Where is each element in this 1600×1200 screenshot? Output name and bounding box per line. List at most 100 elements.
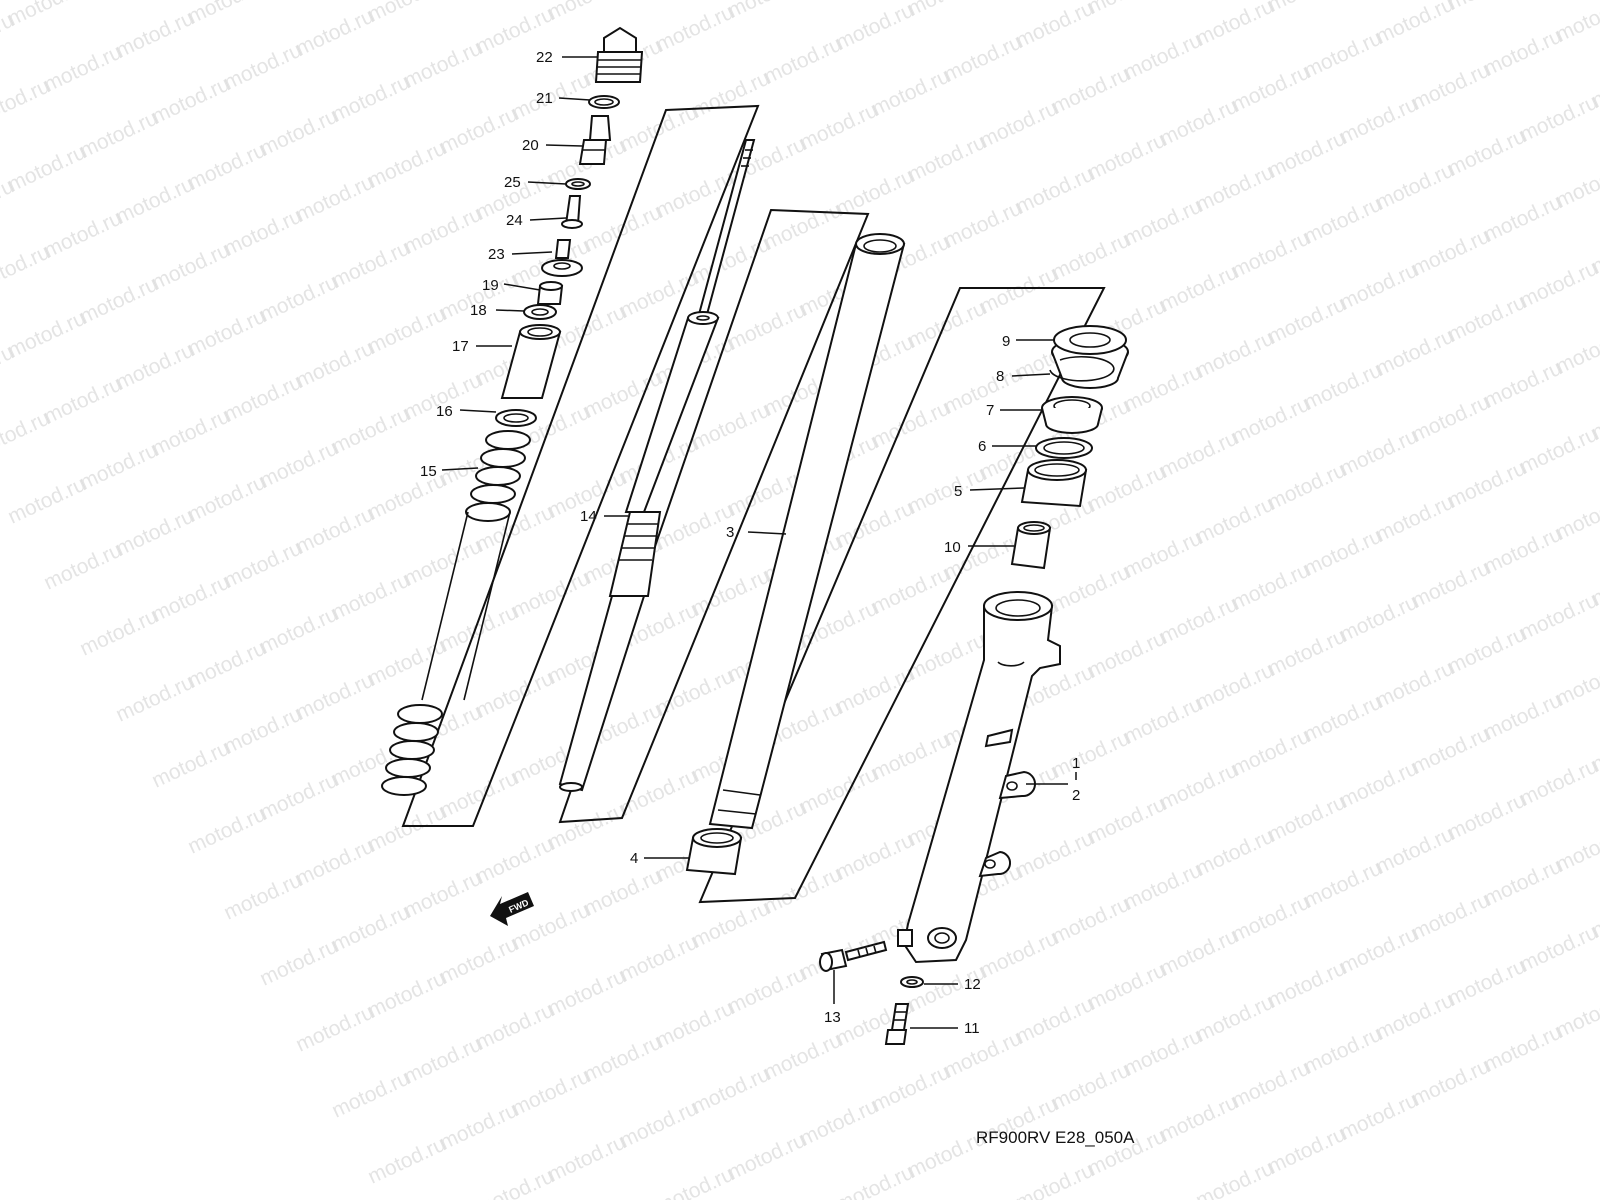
watermark-text: motod.ru (1084, 0, 1169, 19)
watermark-text: motod.ru (940, 197, 1025, 253)
callout-3: 3 (726, 524, 734, 541)
part-14-damper-rod (558, 139, 756, 792)
callout-23: 23 (488, 246, 505, 263)
watermark-text: motod.ru (220, 869, 305, 925)
watermark-text: motod.ru (868, 65, 953, 121)
watermark-text: motod.ru (1048, 561, 1133, 617)
watermark-text: motod.ru (256, 105, 341, 161)
watermark-text: motod.ru (76, 273, 161, 329)
watermark-text: motod.ru (112, 7, 197, 63)
watermark-text: motod.ru (652, 167, 737, 223)
watermark-text: motod.ru (1192, 0, 1277, 51)
watermark-text: motod.ru (1156, 593, 1241, 649)
watermark-text: motod.ru (1516, 91, 1600, 147)
watermark-text: motod.ru (1156, 95, 1241, 151)
watermark-text: motod.ru (1444, 789, 1529, 845)
part-17-spacer (500, 324, 562, 399)
watermark-text: motod.ru (832, 0, 917, 55)
watermark-text: motod.ru (220, 537, 305, 593)
watermark-text: motod.ru (760, 33, 845, 89)
watermark-text: motod.ru (1552, 821, 1600, 877)
watermark-text: motod.ru (1264, 791, 1349, 847)
watermark-text: motod.ru (1552, 0, 1600, 47)
watermark-text: motod.ru (1120, 859, 1205, 915)
watermark-text: motod.ru (1228, 725, 1313, 781)
callout-7: 7 (986, 402, 994, 419)
watermark-text: motod.ru (292, 171, 377, 227)
watermark-text: motod.ru (1372, 491, 1457, 547)
watermark-text: motod.ru (1444, 623, 1529, 679)
watermark-text: motod.ru (1336, 757, 1421, 813)
watermark-text: motod.ru (1408, 723, 1493, 779)
watermark-text: motod.ru (1048, 893, 1133, 949)
watermark-text: motod.ru (436, 601, 521, 657)
watermark-text: motod.ru (688, 565, 773, 621)
watermark-text: motod.ru (328, 237, 413, 293)
callout-21: 21 (536, 90, 553, 107)
watermark-text: motod.ru (4, 473, 89, 529)
part-1-2-outer-tube (897, 591, 1061, 964)
watermark-text: motod.ru (1516, 755, 1600, 811)
callout-10: 10 (944, 539, 961, 556)
part-8-stopper-ring (1049, 355, 1115, 382)
watermark-text: motod.ru (1408, 59, 1493, 115)
part-5-guide-bushing (1020, 459, 1088, 508)
watermark-text: motod.ru (112, 505, 197, 561)
watermark-text: motod.ru (1012, 163, 1097, 219)
watermark-text: motod.ru (148, 737, 233, 793)
watermark-text: motod.ru (1264, 0, 1349, 17)
watermark-text: motod.ru (904, 0, 989, 21)
watermark-text: motod.ru (1084, 793, 1169, 849)
watermark-text: motod.ru (1552, 323, 1600, 379)
watermark-text: motod.ru (1300, 359, 1385, 415)
watermark-text: motod.ru (472, 1165, 557, 1200)
watermark-text: motod.ru (1336, 93, 1421, 149)
watermark-text: motod.ru (76, 439, 161, 495)
watermark-text: motod.ru (1264, 625, 1349, 681)
watermark-text: motod.ru (832, 1161, 917, 1200)
watermark-text: motod.ru (328, 1067, 413, 1123)
watermark-text: motod.ru (112, 671, 197, 727)
watermark-text: motod.ru (1012, 827, 1097, 883)
watermark-text: motod.ru (1264, 957, 1349, 1013)
watermark-text: motod.ru (1552, 157, 1600, 213)
watermark-text: motod.ru (1408, 889, 1493, 945)
watermark-text: motod.ru (364, 303, 449, 359)
watermark-text: motod.ru (364, 967, 449, 1023)
watermark-text: motod.ru (256, 935, 341, 991)
part-4-slide-bushing (685, 828, 743, 876)
watermark-text: motod.ru (184, 471, 269, 527)
callout-14: 14 (580, 508, 597, 525)
watermark-text: motod.ru (1264, 459, 1349, 515)
watermark-text: motod.ru (1408, 1055, 1493, 1111)
watermark-text: motod.ru (1156, 1091, 1241, 1147)
watermark-text: motod.ru (976, 97, 1061, 153)
watermark-text: motod.ru (400, 867, 485, 923)
watermark-text: motod.ru (1264, 293, 1349, 349)
watermark-text: motod.ru (1012, 0, 1097, 53)
callout-1: 1 (1072, 755, 1080, 772)
watermark-text: motod.ru (940, 1027, 1025, 1083)
watermark-text: motod.ru (1048, 1059, 1133, 1115)
callout-4: 4 (630, 850, 638, 867)
part-24-rod (561, 195, 583, 229)
watermark-text: motod.ru (652, 1, 737, 57)
watermark-text: motod.ru (292, 669, 377, 725)
part-19-collar (536, 281, 564, 305)
callout-20: 20 (522, 137, 539, 154)
forward-arrow-icon: FWD (490, 892, 534, 926)
watermark-text: motod.ru (112, 339, 197, 395)
watermark-text: motod.ru (1228, 559, 1313, 615)
watermark-text: motod.ru (832, 829, 917, 885)
watermark-text: motod.ru (1012, 993, 1097, 1049)
watermark-text: motod.ru (1228, 227, 1313, 283)
watermark-text: motod.ru (220, 703, 305, 759)
watermark-text: motod.ru (1192, 161, 1277, 217)
watermark-text: motod.ru (436, 933, 521, 989)
watermark-text: motod.ru (364, 0, 449, 27)
watermark-text: motod.ru (1264, 1123, 1349, 1179)
watermark-text: motod.ru (1552, 987, 1600, 1043)
watermark-text: motod.ru (76, 107, 161, 163)
watermark-text: motod.ru (868, 729, 953, 785)
